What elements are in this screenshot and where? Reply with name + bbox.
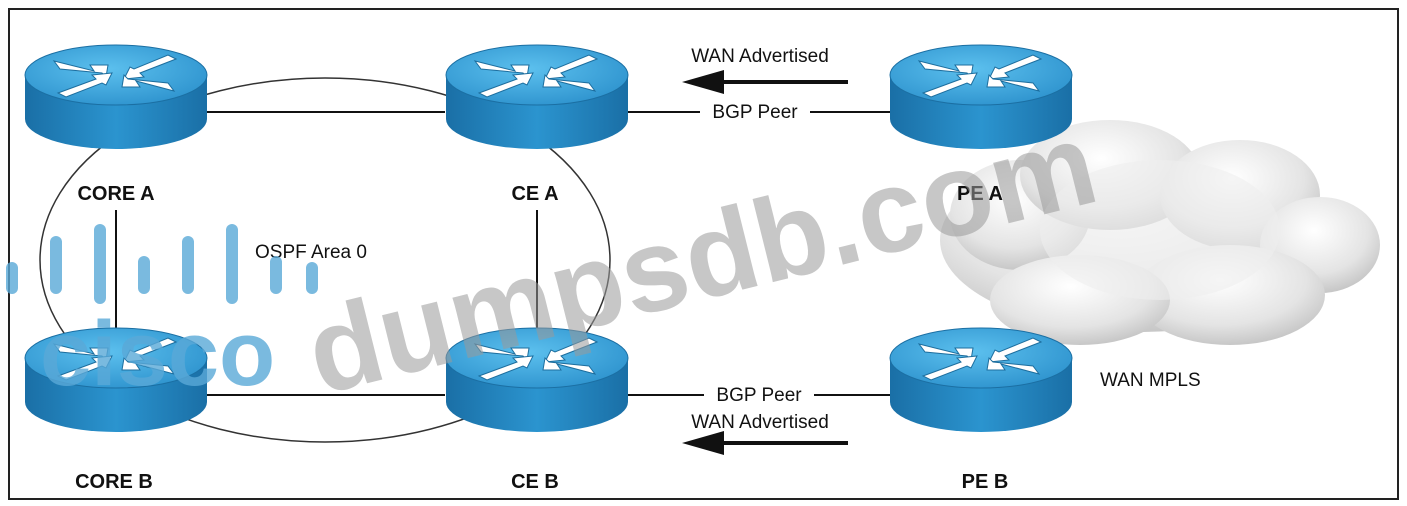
router-pe-b xyxy=(889,327,1073,433)
router-core-a xyxy=(24,44,208,150)
label-wan-mpls: WAN MPLS xyxy=(1100,370,1201,391)
cisco-logo-text: cisco xyxy=(40,303,275,405)
wan-advertised-arrow-top xyxy=(682,70,848,94)
cisco-logo-watermark: cisco xyxy=(6,224,318,405)
links xyxy=(115,111,892,396)
wan-advertised-arrow-bottom xyxy=(682,431,848,455)
label-bgp-peer-bottom: BGP Peer xyxy=(716,385,802,406)
label-ce-b: CE B xyxy=(511,471,559,493)
label-ce-a: CE A xyxy=(511,183,558,205)
wan-mpls-cloud xyxy=(940,120,1380,345)
label-wan-advertised-top: WAN Advertised xyxy=(691,46,829,67)
label-ospf-area: OSPF Area 0 xyxy=(255,242,367,263)
router-ce-a xyxy=(445,44,629,150)
label-bgp-peer-top: BGP Peer xyxy=(712,102,798,123)
label-pe-a: PE A xyxy=(957,183,1003,205)
label-core-b: CORE B xyxy=(75,471,153,493)
ospf-area-ellipse xyxy=(39,77,611,443)
label-pe-b: PE B xyxy=(962,471,1009,493)
label-core-a: CORE A xyxy=(77,183,154,205)
label-wan-advertised-bottom: WAN Advertised xyxy=(691,412,829,433)
